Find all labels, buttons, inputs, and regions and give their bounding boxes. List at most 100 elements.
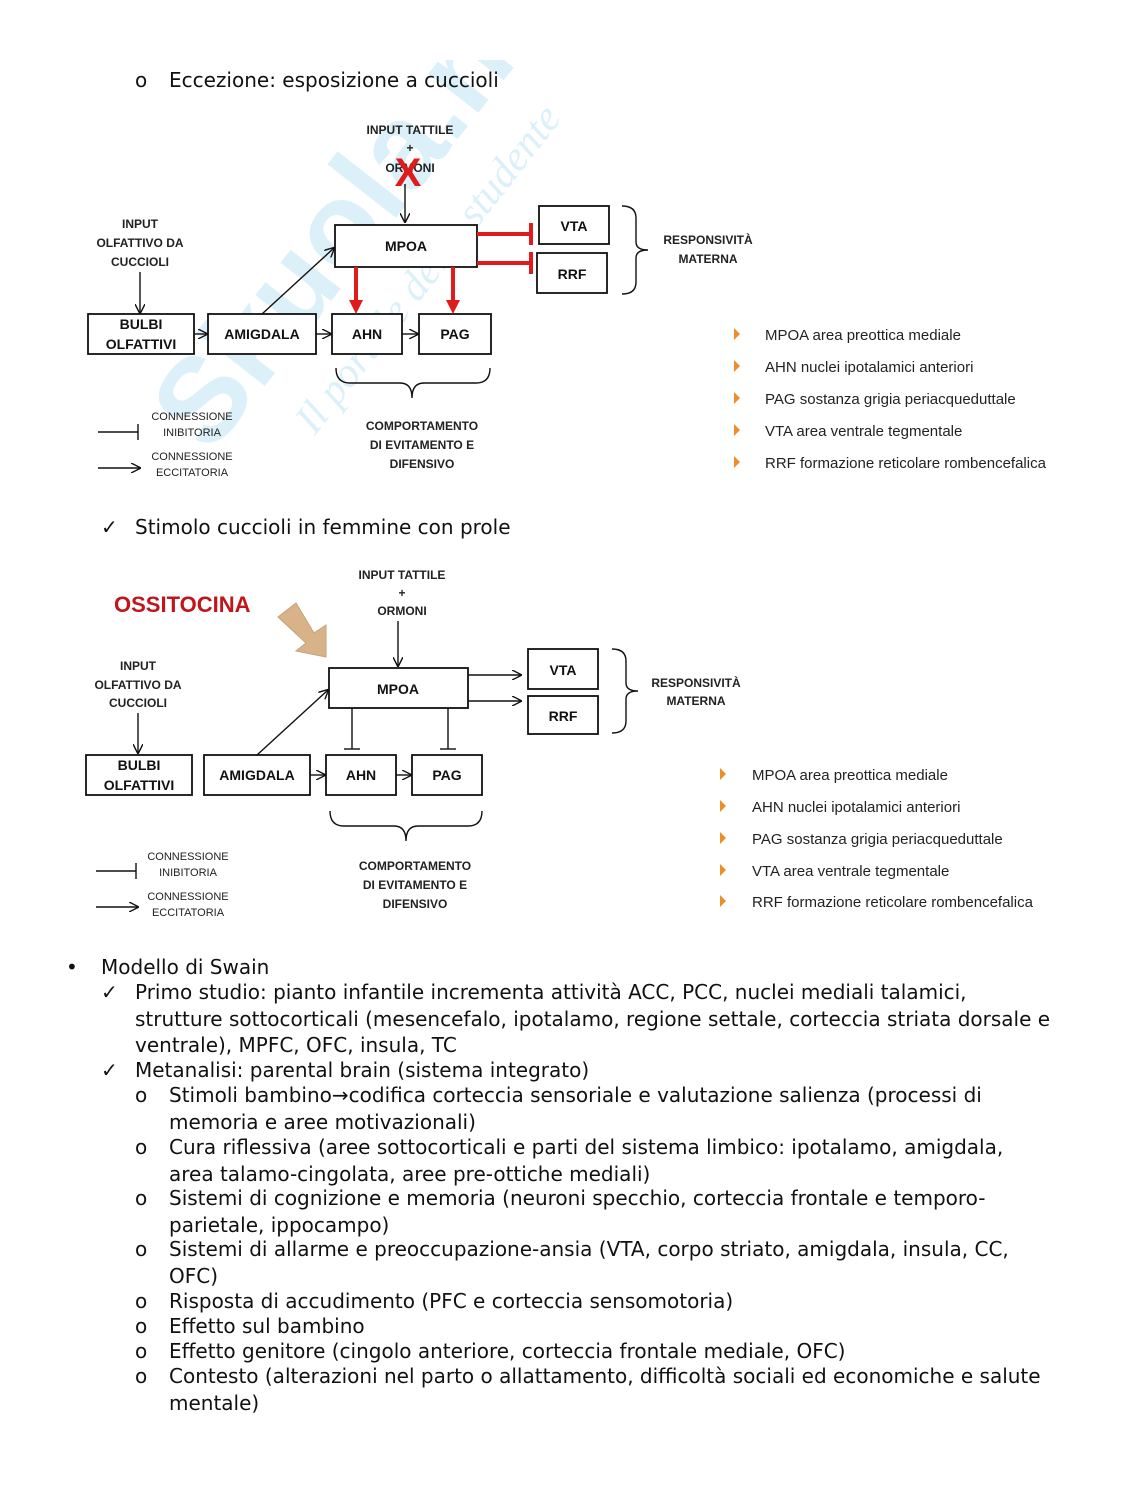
vta-label: VTA xyxy=(550,662,577,678)
input-olf-line1: INPUT xyxy=(122,217,159,231)
input-olf-line3: CUCCIOLI xyxy=(111,255,169,269)
ahn-label: AHN xyxy=(346,767,376,783)
bulbi-line2: OLFATTIVI xyxy=(104,777,175,793)
arrow-amigdala-mpoa xyxy=(261,248,334,315)
legend-inhib-line1: CONNESSIONE xyxy=(147,851,228,863)
legend-inhib-line2: INIBITORIA xyxy=(163,427,222,439)
ahn-box xyxy=(331,313,403,355)
input-olf-line3: CUCCIOLI xyxy=(109,696,167,710)
legend-inhib-line2: INIBITORIA xyxy=(159,867,218,879)
amigdala-box xyxy=(207,313,317,355)
bracket-comportamento xyxy=(329,810,483,842)
pag-label: PAG xyxy=(440,326,469,342)
legend-excit-line2: ECCITATORIA xyxy=(156,467,229,479)
rrf-box xyxy=(536,252,608,294)
pag-box xyxy=(418,313,492,355)
item-6: Effetto sul bambino xyxy=(169,1314,365,1338)
comportamento-line2: DI EVITAMENTO E xyxy=(363,878,467,892)
bulbi-line1: BULBI xyxy=(118,757,161,773)
item-2-line-1: Cura riflessiva (aree sottocorticali e p… xyxy=(169,1135,1004,1159)
item-5: Risposta di accudimento (PFC e corteccia… xyxy=(169,1289,734,1313)
item-4-line-2: OFC) xyxy=(169,1264,219,1288)
primo-line-2: strutture sottocorticali (mesencefalo, i… xyxy=(135,1007,1051,1031)
bracket-responsivita xyxy=(621,205,649,295)
responsivita-line1: RESPONSIVITÀ xyxy=(651,675,741,690)
bulbi-line2: OLFATTIVI xyxy=(106,336,177,352)
rrf-label: RRF xyxy=(558,266,587,282)
amigdala-label: AMIGDALA xyxy=(224,326,299,342)
ormoni-label: ORMONI xyxy=(377,604,426,618)
intro-line: Eccezione: esposizione a cuccioli xyxy=(169,68,499,92)
mpoa-box xyxy=(328,667,469,709)
comportamento-line2: DI EVITAMENTO E xyxy=(370,438,474,452)
vta-box xyxy=(527,648,599,690)
legend-excit-line2: ECCITATORIA xyxy=(152,907,225,919)
ormoni-label: ORMONI xyxy=(385,161,434,175)
rrf-label: RRF xyxy=(549,708,578,724)
glossary-item: AHN nuclei ipotalamici anteriori xyxy=(765,359,973,376)
glossary-item: RRF formazione reticolare rombencefalica xyxy=(765,455,1047,472)
input-olf-line2: OLFATTIVO DA xyxy=(96,236,183,250)
meta-line: Metanalisi: parental brain (sistema inte… xyxy=(135,1058,590,1082)
responsivita-line2: MATERNA xyxy=(678,252,737,266)
diagram-oxytocin: OSSITOCINA INPUT TATTILE + ORMONI INPUT … xyxy=(85,568,1034,919)
mpoa-label: MPOA xyxy=(377,681,419,697)
bulbi-line1: BULBI xyxy=(120,316,163,332)
list-marker: o xyxy=(135,1339,148,1363)
item-7: Effetto genitore (cingolo anteriore, cor… xyxy=(169,1339,846,1363)
plus-label: + xyxy=(398,586,405,600)
item-3-line-2: parietale, ippocampo) xyxy=(169,1213,390,1237)
primo-line-1: Primo studio: pianto infantile increment… xyxy=(135,980,967,1004)
bulbi-box xyxy=(85,754,193,796)
item-8-line-1: Contesto (alterazioni nel parto o allatt… xyxy=(169,1364,1041,1388)
legend-excit-line1: CONNESSIONE xyxy=(151,451,232,463)
glossary-item: PAG sostanza grigia periacqueduttale xyxy=(765,391,1016,408)
check-line-stimolo: Stimolo cuccioli in femmine con prole xyxy=(135,515,511,539)
list-marker: o xyxy=(135,1314,148,1338)
glossary-list: MPOA area preottica mediale AHN nuclei i… xyxy=(720,767,1034,911)
glossary-item: AHN nuclei ipotalamici anteriori xyxy=(752,799,960,816)
list-marker: o xyxy=(135,1364,148,1388)
plus-label: + xyxy=(406,141,413,155)
list-marker: o xyxy=(135,68,148,92)
item-2-line-2: area talamo-cingolata, aree pre-ottiche … xyxy=(169,1162,651,1186)
vta-label: VTA xyxy=(561,218,588,234)
item-8-line-2: mentale) xyxy=(169,1391,260,1415)
glossary-item: PAG sostanza grigia periacqueduttale xyxy=(752,831,1003,848)
list-marker: o xyxy=(135,1289,148,1313)
glossary-item: RRF formazione reticolare rombencefalica xyxy=(752,894,1034,911)
pag-box xyxy=(411,754,483,796)
amigdala-label: AMIGDALA xyxy=(219,767,294,783)
input-tattile-label: INPUT TATTILE xyxy=(367,123,454,137)
glossary-list: MPOA area preottica mediale AHN nuclei i… xyxy=(734,327,1047,472)
item-1-line-2: memoria e aree motivazionali) xyxy=(169,1110,476,1134)
primo-line-3: ventrale), MPFC, OFC, insula, TC xyxy=(135,1033,457,1057)
check-icon: ✓ xyxy=(101,515,118,539)
cross-icon: X xyxy=(395,151,422,195)
item-1-line-1: Stimoli bambino→codifica corteccia senso… xyxy=(169,1083,982,1107)
list-marker: o xyxy=(135,1237,148,1261)
item-4-line-1: Sistemi di allarme e preoccupazione-ansi… xyxy=(169,1237,1009,1261)
glossary-item: MPOA area preottica mediale xyxy=(765,327,961,344)
legend-excit-line1: CONNESSIONE xyxy=(147,891,228,903)
diagram-exception: INPUT TATTILE + ORMONI X INPUT OLFATTIVO… xyxy=(87,123,1047,479)
amigdala-box xyxy=(203,754,311,796)
bracket-comportamento xyxy=(335,367,491,399)
list-marker: o xyxy=(135,1186,148,1210)
ahn-label: AHN xyxy=(352,326,382,342)
comportamento-line1: COMPORTAMENTO xyxy=(359,859,471,873)
list-marker: o xyxy=(135,1083,148,1107)
responsivita-line1: RESPONSIVITÀ xyxy=(663,232,753,247)
list-marker: o xyxy=(135,1135,148,1159)
input-olf-line1: INPUT xyxy=(120,659,157,673)
glossary-item: VTA area ventrale tegmentale xyxy=(765,423,962,440)
vta-box xyxy=(538,205,610,245)
arrow-amigdala-mpoa xyxy=(256,690,328,756)
glossary-item: MPOA area preottica mediale xyxy=(752,767,948,784)
legend-inhib-line1: CONNESSIONE xyxy=(151,411,232,423)
bullet-swain: • xyxy=(66,955,78,979)
bracket-responsivita xyxy=(611,648,639,734)
swain-title: Modello di Swain xyxy=(101,955,270,979)
glossary-item: VTA area ventrale tegmentale xyxy=(752,863,949,880)
mpoa-box xyxy=(334,224,478,268)
